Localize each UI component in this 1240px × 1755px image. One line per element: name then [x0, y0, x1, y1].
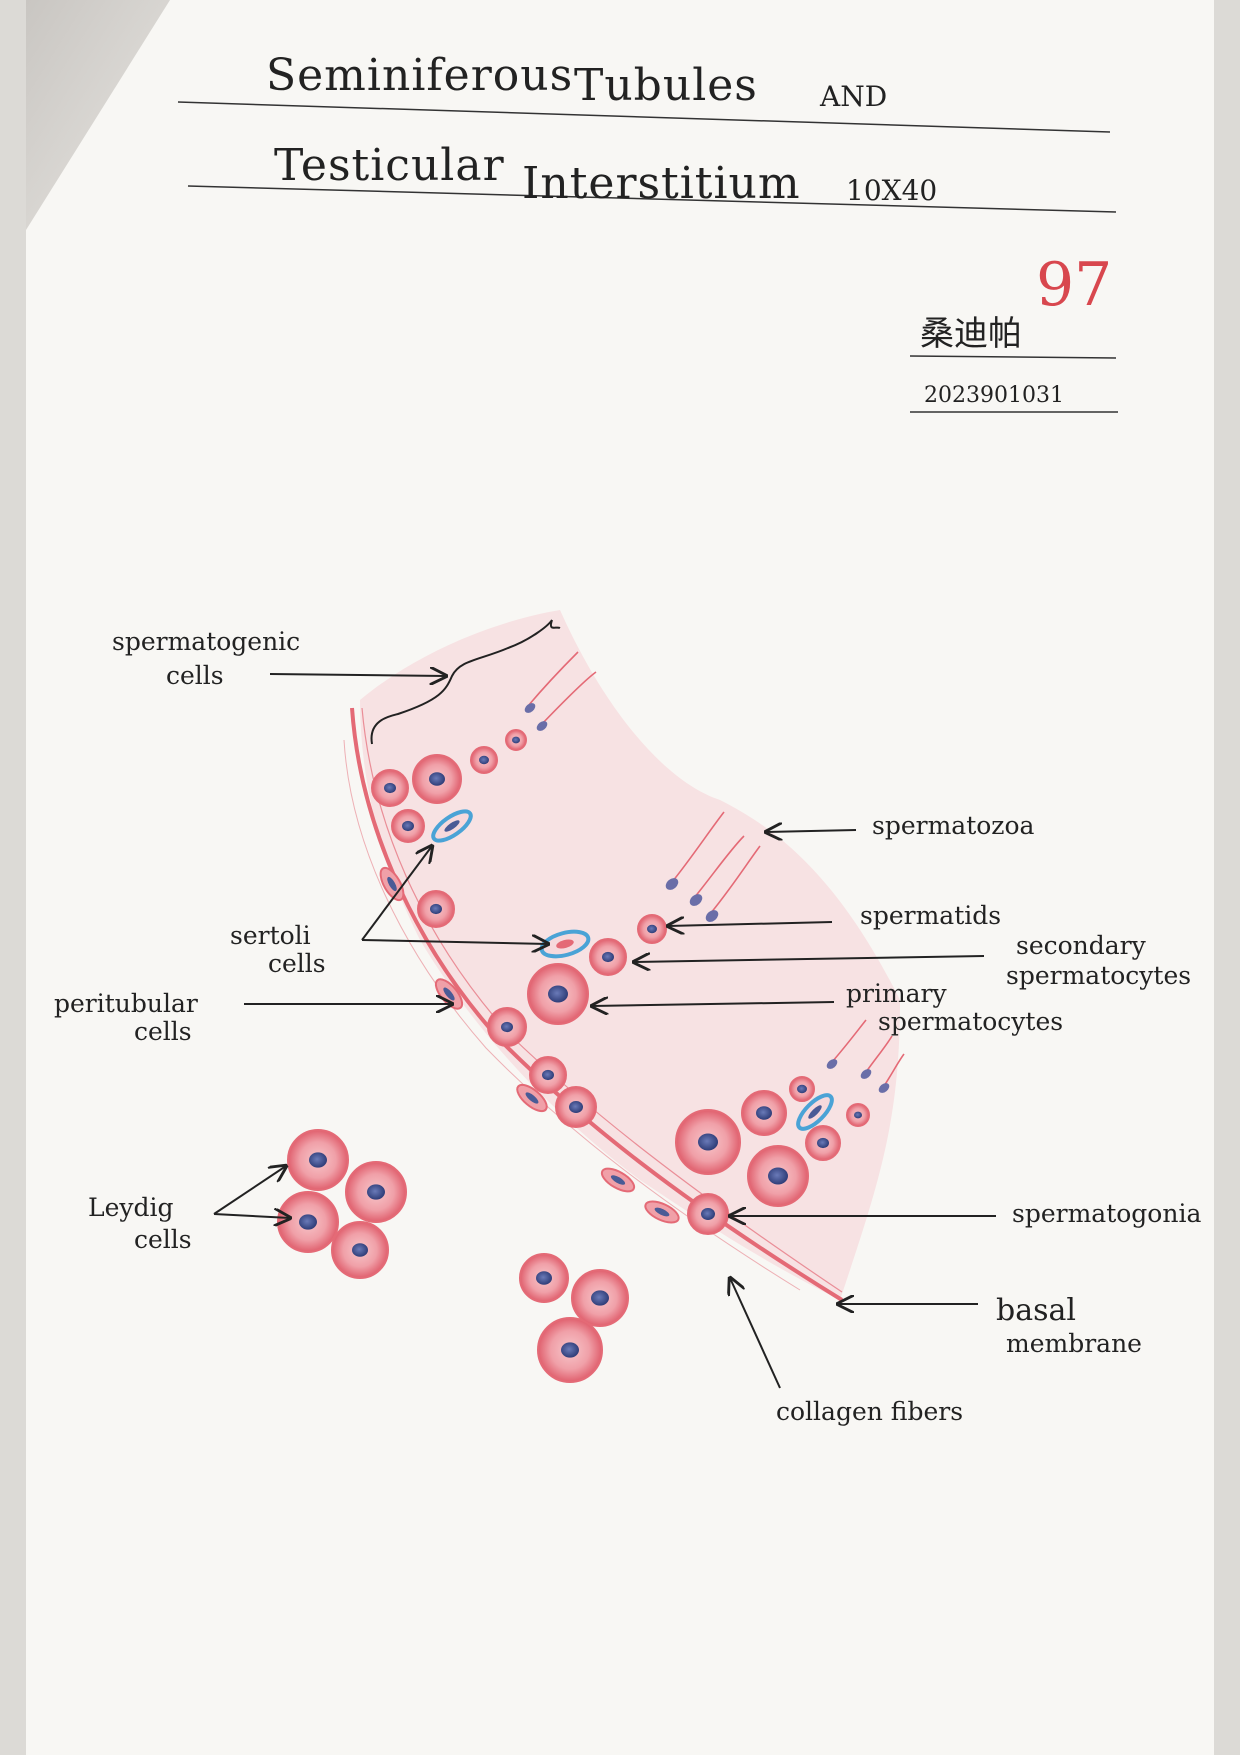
leydig-cell — [345, 1161, 407, 1223]
sertoli-cells-drawn — [431, 809, 834, 1131]
spermatid-cell — [637, 914, 667, 944]
student-name: 桑迪帕 — [920, 314, 1022, 354]
title-block: Seminiferous Tubules AND Testicular Inte… — [177, 50, 1117, 213]
spermatid-cell — [789, 1076, 815, 1102]
label-sertoli: sertoli — [230, 921, 311, 950]
label-spermatozoa: spermatozoa — [872, 811, 1035, 840]
label-spermatogenic: spermatogenic — [112, 627, 300, 656]
leydig-cell — [287, 1129, 349, 1191]
spermatogenic-brace — [370, 619, 561, 745]
primary-spermatocyte-cell — [747, 1145, 809, 1207]
label-peritubular-cells: cells — [134, 1017, 192, 1046]
leydig-cell — [571, 1269, 629, 1327]
page-fold — [26, 0, 170, 230]
label-sertoli-cells: cells — [268, 949, 326, 978]
secondary-spermatocyte-cell — [805, 1125, 841, 1161]
score-mark: 97 — [1036, 250, 1112, 320]
spermatogonium-cell — [371, 769, 409, 807]
primary-spermatocyte-cell — [527, 963, 589, 1025]
spermatogonium-cell — [555, 1086, 597, 1128]
primary-spermatocyte-cell — [675, 1109, 741, 1175]
spermatogonium-cell — [417, 890, 455, 928]
label-spermatogonia: spermatogonia — [1012, 1199, 1201, 1228]
diagram-labels: spermatogenic cells sertoli cells peritu… — [54, 627, 1201, 1426]
label-leydig: Leydig — [88, 1193, 174, 1222]
spermatid-cell — [846, 1103, 870, 1127]
secondary-spermatocyte-cell — [589, 938, 627, 976]
spermatozoa-tails — [527, 651, 905, 1087]
label-collagen-fibers: collagen fibers — [776, 1397, 963, 1426]
secondary-spermatocyte-cell — [470, 746, 498, 774]
spermatogonium-cell — [391, 809, 425, 843]
spermatogonium-cell — [487, 1007, 527, 1047]
label-arrows — [213, 674, 996, 1389]
label-basal: basal — [996, 1293, 1076, 1328]
label-spermatids: spermatids — [860, 901, 1001, 930]
title-word-seminiferous: Seminiferous — [266, 50, 573, 101]
primary-spermatocyte-cell — [412, 754, 462, 804]
title-word-interstitium: Interstitium — [522, 158, 801, 209]
label-basal-membrane: membrane — [1006, 1329, 1142, 1358]
label-primary: primary — [846, 979, 948, 1008]
title-word-and: AND — [819, 80, 887, 113]
primary-spermatocyte-cell — [741, 1090, 787, 1136]
leydig-cell — [331, 1221, 389, 1279]
spermatogonium-cell — [529, 1056, 567, 1094]
spermatozoa-heads — [524, 703, 890, 1093]
student-block: 97 桑迪帕 2023901031 — [909, 250, 1118, 413]
peritubular-cells-drawn — [379, 866, 680, 1224]
spermatid-cell — [505, 729, 527, 751]
leydig-cell-clusters — [277, 1129, 629, 1383]
leydig-cell — [277, 1191, 339, 1253]
title-word-tubules: Tubules — [574, 60, 758, 111]
tubule-cells — [371, 729, 870, 1235]
label-secondary-spermatocytes: spermatocytes — [1006, 961, 1191, 990]
label-spermatogenic-cells: cells — [166, 661, 224, 690]
leydig-cell — [519, 1253, 569, 1303]
magnification-label: 10X40 — [846, 174, 937, 207]
title-word-testicular: Testicular — [274, 140, 505, 191]
label-leydig-cells: cells — [134, 1225, 192, 1254]
label-primary-spermatocytes: spermatocytes — [878, 1007, 1063, 1036]
student-id: 2023901031 — [924, 383, 1064, 408]
leydig-cell — [537, 1317, 603, 1383]
label-secondary: secondary — [1016, 931, 1147, 960]
label-peritubular: peritubular — [54, 989, 198, 1018]
spermatogonium-cell — [687, 1193, 729, 1235]
